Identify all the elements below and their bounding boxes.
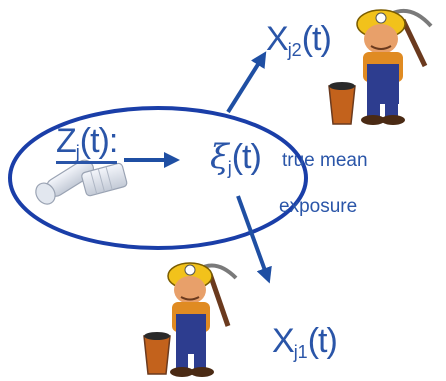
miner-icon-top [328,9,433,125]
arrow-xi-to-xj1 [236,195,272,284]
true-mean-label: true mean [282,150,368,171]
xj1-label: Xj1(t) [272,322,338,362]
miner-icon-bottom [143,262,238,377]
grouping-ellipse [8,106,308,250]
sampling-tube-icon [35,159,128,205]
z-label: Zj(t): [56,122,118,164]
xi-label: ξj(t) [210,137,262,178]
arrow-xi-to-xj2 [226,51,267,114]
exposure-label: exposure [279,196,358,217]
xj2-label: Xj2(t) [266,20,332,60]
